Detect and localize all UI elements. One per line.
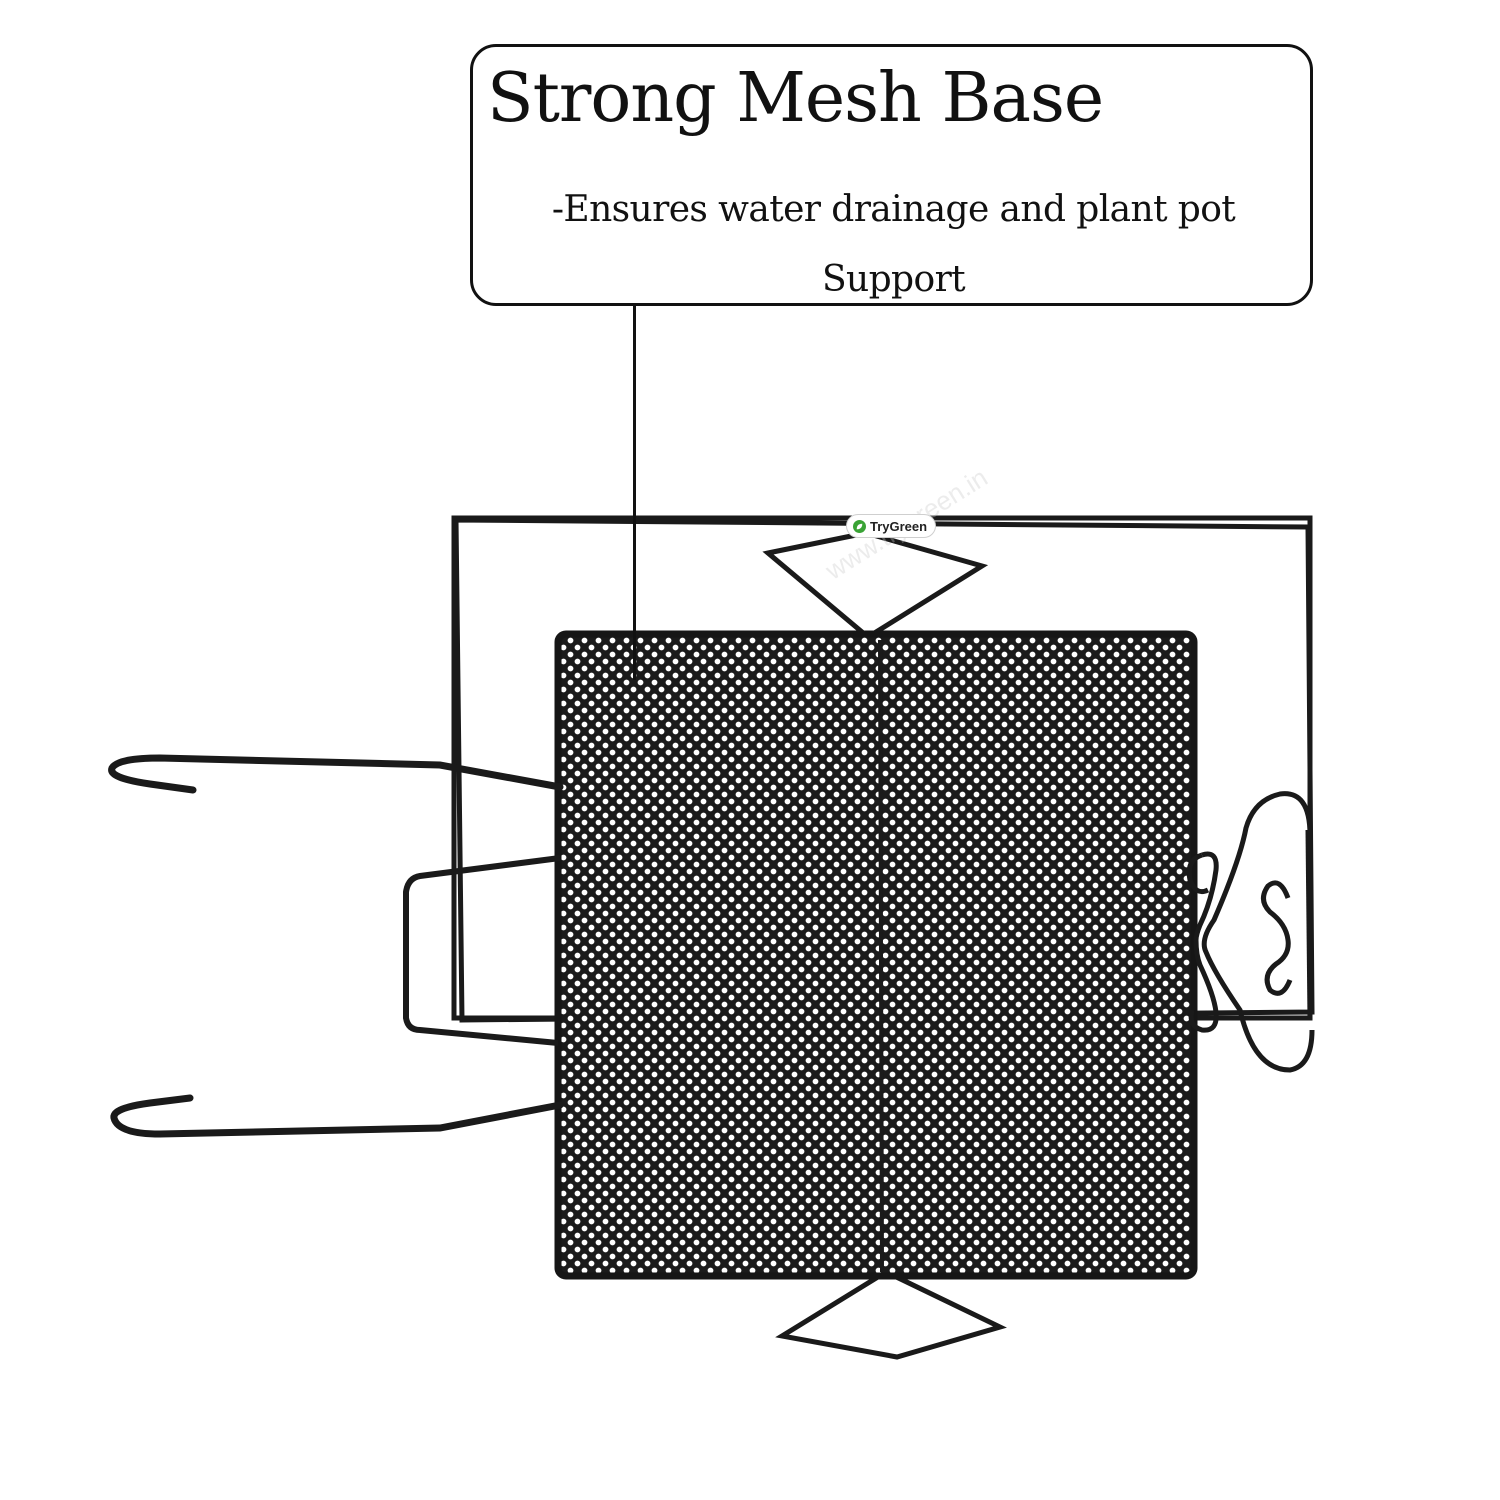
scroll-curl-left [1188, 851, 1219, 1033]
callout-pointer-line [633, 306, 636, 680]
upper-hook [108, 754, 564, 794]
bottom-diamond-ornament [775, 1269, 1007, 1360]
mesh-base [554, 630, 1198, 1280]
brand-badge: TryGreen [846, 514, 937, 538]
mesh-seam [878, 639, 884, 1273]
right-post [1305, 829, 1313, 1021]
brand-name: TryGreen [870, 518, 928, 534]
lower-hook [110, 1094, 564, 1138]
scroll-curl-left-top [1186, 852, 1210, 895]
scroll-curl-right [1261, 880, 1293, 996]
callout-title: Strong Mesh Base [487, 59, 1104, 138]
side-bracket [403, 855, 561, 1046]
feature-callout: Strong Mesh Base -Ensures water drainage… [470, 44, 1313, 306]
scroll-ornament [1201, 791, 1315, 1073]
leaf-icon [853, 519, 866, 533]
callout-description: -Ensures water drainage and plant pot Su… [551, 189, 1236, 300]
top-diamond-ornament [762, 530, 989, 641]
